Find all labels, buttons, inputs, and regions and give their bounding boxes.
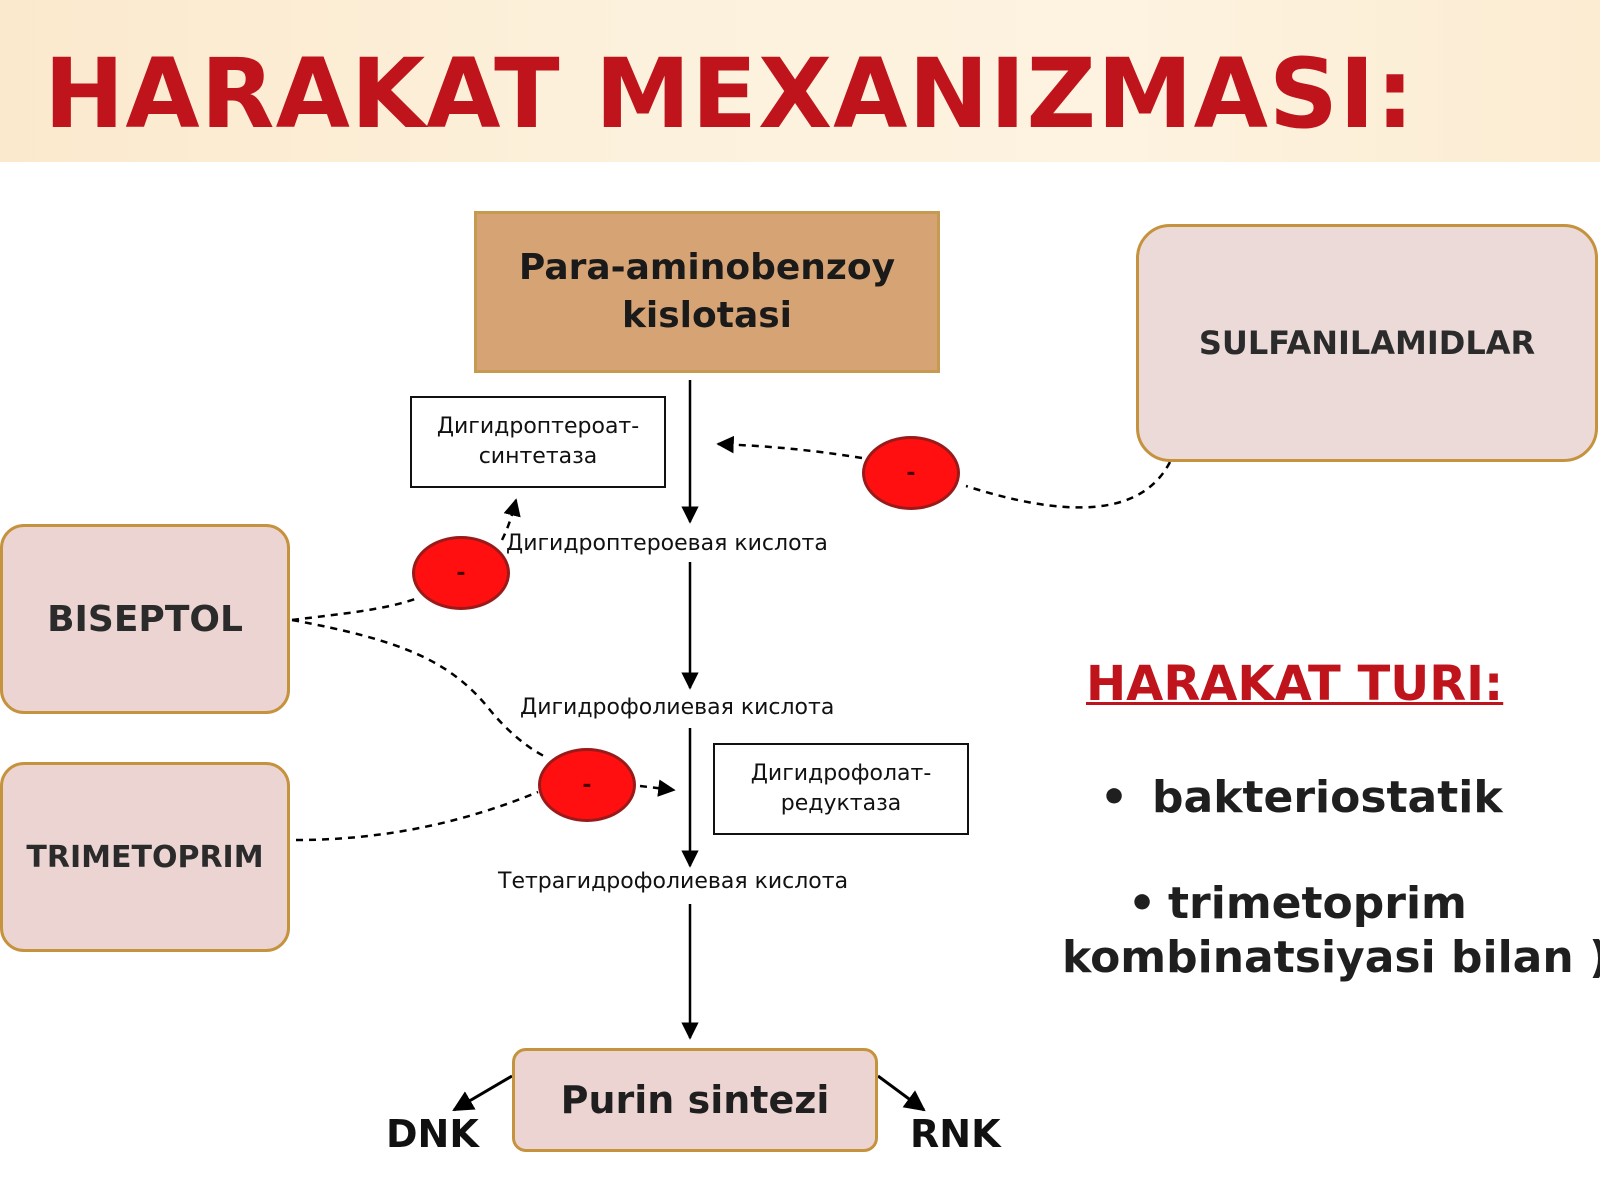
metabolite-dihydrofolic: Дигидрофолиевая кислота xyxy=(520,695,835,720)
dash-inhibitor3-to-reductase xyxy=(639,779,676,797)
action-item-bakteriostatik: bakteriostatik xyxy=(1152,772,1503,823)
action-item-trimetoprim: trimetoprim xyxy=(1168,878,1467,929)
biseptol-box: BISEPTOL xyxy=(0,524,290,714)
paba-line2: kislotasi xyxy=(621,295,793,336)
reductase-line2: редуктаза xyxy=(780,791,902,816)
arrow-purin-to-dnk xyxy=(452,1074,513,1112)
inhibitor-trimetoprim: - xyxy=(538,748,636,822)
inhibitor-biseptol: - xyxy=(412,536,510,610)
page-title: HARAKAT MEXANIZMASI: xyxy=(44,38,1416,150)
reductase-line1: Дигидрофолат- xyxy=(750,761,932,786)
dash-trimetoprim-to-inhibitor3 xyxy=(295,790,539,842)
action-type-heading: HARAKAT TURI: xyxy=(1086,656,1504,712)
action-item-combination: kombinatsiyasi bilan ) xyxy=(1062,932,1600,983)
dash-sulf-to-inhibitor xyxy=(965,461,1172,509)
paba-line1: Para-aminobenzoy xyxy=(518,247,896,288)
metabolite-dihydropteroic: Дигидроптероевая кислота xyxy=(506,531,828,556)
inhibitor-sulfanilamid: - xyxy=(862,436,960,510)
dash-inhibitor1-to-synthetase xyxy=(500,498,521,541)
title-banner xyxy=(0,0,1600,162)
dash-inhibitor-to-synthetase xyxy=(716,435,863,460)
dash-biseptol-to-inhibitor3 xyxy=(291,618,549,760)
sulfanilamidlar-box: SULFANILAMIDLAR xyxy=(1136,224,1598,462)
metabolite-tetrahydrofolic: Тетрагидрофолиевая кислота xyxy=(498,869,849,894)
reductase-enzyme-box: Дигидрофолат- редуктаза xyxy=(713,743,969,835)
synthetase-line2: синтетаза xyxy=(478,444,598,469)
output-rnk: RNK xyxy=(910,1112,1001,1156)
trimetoprim-box: TRIMETOPRIM xyxy=(0,762,290,952)
dash-biseptol-to-inhibitor1 xyxy=(291,596,419,622)
arrow-purin-to-rnk xyxy=(877,1074,926,1112)
purin-synthesis-box: Purin sintezi xyxy=(512,1048,878,1152)
synthetase-enzyme-box: Дигидроптероат- синтетаза xyxy=(410,396,666,488)
bullet-dot-1: • xyxy=(1100,772,1129,823)
bullet-dot-2: • xyxy=(1128,878,1157,929)
output-dnk: DNK xyxy=(386,1112,479,1156)
paba-box: Para-aminobenzoy kislotasi xyxy=(474,211,940,373)
synthetase-line1: Дигидроптероат- xyxy=(436,414,640,439)
